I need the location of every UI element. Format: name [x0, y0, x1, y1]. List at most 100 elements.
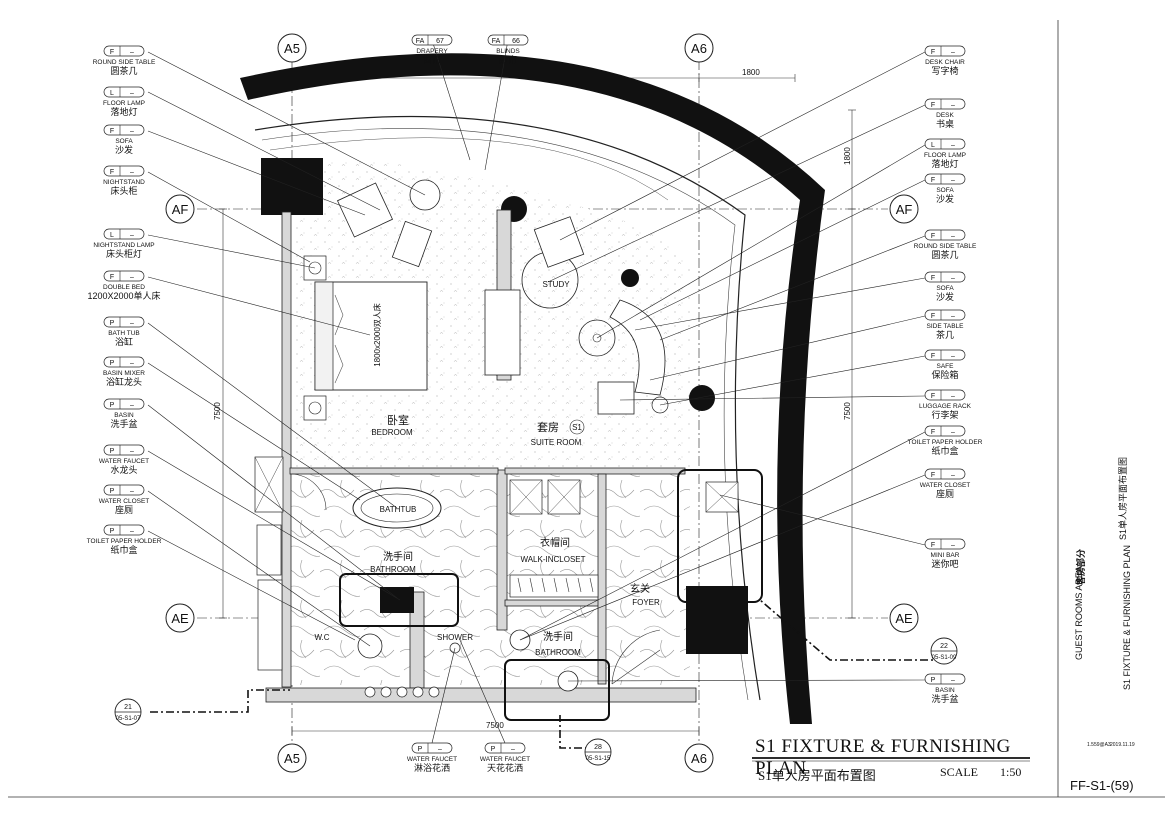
left-tag-zh: 床头柜 — [110, 185, 137, 196]
left-tag-code: P — [110, 528, 115, 535]
grid-bubble-top-a5: A5 — [277, 33, 307, 63]
right-tag-en: ROUND SIDE TABLE — [914, 243, 977, 250]
right-tag-en: SAFE — [937, 363, 955, 370]
right-tag-zh: 沙发 — [936, 193, 954, 204]
right-tag-zh: 茶几 — [936, 329, 954, 340]
plan-subtitle: S1单人房平面布置图 — [758, 768, 876, 783]
scale-value: 1:50 — [1000, 765, 1022, 779]
grid-bubble-left-ae: AE — [165, 603, 195, 633]
left-tag-en: DOUBLE BED — [103, 284, 145, 291]
top-tag-en: DRAPERY — [416, 48, 448, 55]
dim-right-height: 7500 — [843, 402, 852, 420]
shower-label: SHOWER — [437, 633, 473, 642]
left-tag-num: – — [130, 128, 134, 135]
right-tag-zh: 圆茶几 — [931, 249, 958, 260]
left-tag-zh: 浴缸 — [115, 336, 133, 347]
right-tag-en: DESK — [936, 112, 954, 119]
bedroom-label-en: BEDROOM — [371, 428, 413, 437]
svg-text:AF: AF — [896, 202, 913, 217]
column-bottom-right — [686, 586, 748, 654]
right-tag-code: F — [931, 542, 935, 549]
column-round-2 — [621, 269, 639, 287]
left-tag-en: TOILET PAPER HOLDER — [87, 538, 162, 545]
bottom-tag-code: P — [491, 746, 496, 753]
right-tag-en: MINI BAR — [931, 552, 960, 559]
dim-bottom-width: 7500 — [486, 721, 504, 730]
left-tag-en: BASIN MIXER — [103, 370, 145, 377]
left-tag-zh: 沙发 — [115, 144, 133, 155]
svg-text:A6: A6 — [691, 751, 707, 766]
dim-right-upper: 1800 — [843, 147, 852, 165]
right-tag-zh: 纸巾盒 — [931, 445, 958, 456]
nightstand-lower — [303, 395, 327, 421]
right-tag-code: F — [931, 472, 935, 479]
svg-text:A5: A5 — [284, 41, 300, 56]
left-tag-num: – — [130, 90, 134, 97]
right-tag-num: – — [951, 393, 955, 400]
top-tag-code: FA — [492, 38, 501, 45]
left-tag-code: L — [110, 90, 114, 97]
safe — [651, 396, 669, 414]
left-tag-en: WATER CLOSET — [99, 498, 150, 505]
left-tag-zh: 洗手盆 — [110, 418, 137, 429]
right-tag-code: F — [931, 275, 935, 282]
vanity-outline — [339, 573, 459, 627]
side-plan-en: S1 FIXTURE & FURNISHING PLAN — [1122, 544, 1132, 690]
double-bed — [314, 281, 428, 391]
right-tag-zh: 保险箱 — [931, 369, 958, 380]
left-tag-code: F — [110, 128, 114, 135]
right-tag-num: – — [951, 429, 955, 436]
grid-bubble-bottom-a5: A5 — [277, 743, 307, 773]
right-tag-zh: 写字椅 — [931, 65, 958, 76]
right-tag-num: – — [951, 677, 955, 684]
left-tag-zh: 圆茶几 — [110, 65, 137, 76]
top-tag-code: FA — [416, 38, 425, 45]
bathtub-label: BATHTUB — [380, 505, 417, 514]
right-tag-en: DESK CHAIR — [925, 59, 965, 66]
bath2-label-en: BATHROOM — [535, 648, 581, 657]
right-tag-zh: 洗手盆 — [931, 693, 958, 704]
left-tag-num: – — [130, 402, 134, 409]
right-tag-num: – — [951, 472, 955, 479]
sofa-chair — [336, 182, 394, 238]
left-tag-num: – — [130, 448, 134, 455]
right-tag-code: F — [931, 233, 935, 240]
left-tag-code: P — [110, 360, 115, 367]
left-tag-num: – — [130, 49, 134, 56]
left-tag-en: BASIN — [114, 412, 134, 419]
right-tag-en: SOFA — [936, 187, 954, 194]
left-tag-code: F — [110, 169, 114, 176]
left-tag-code: P — [110, 402, 115, 409]
top-tag-zh: 窗帘 — [423, 54, 441, 65]
left-tag-num: – — [130, 528, 134, 535]
top-tag-zh: 纱帘 — [499, 54, 517, 65]
left-tag-code: P — [110, 488, 115, 495]
shower-head — [449, 642, 461, 654]
section-ref-num: 28 — [594, 744, 602, 751]
left-tag-num: – — [130, 274, 134, 281]
column-round-3 — [689, 385, 715, 411]
top-tag-en: BLINDS — [496, 48, 520, 55]
room-labels: 卧室 BEDROOM 套房 S1 SUITE ROOM STUDY BATHTU… — [314, 280, 660, 657]
left-tag-zh: 座厕 — [115, 504, 133, 515]
right-tag-num: – — [951, 49, 955, 56]
bottom-tag-en: WATER FAUCET — [407, 756, 457, 763]
left-tag-code: F — [110, 274, 114, 281]
bottom-tag-en: WATER FAUCET — [480, 756, 530, 763]
svg-text:AF: AF — [172, 202, 189, 217]
